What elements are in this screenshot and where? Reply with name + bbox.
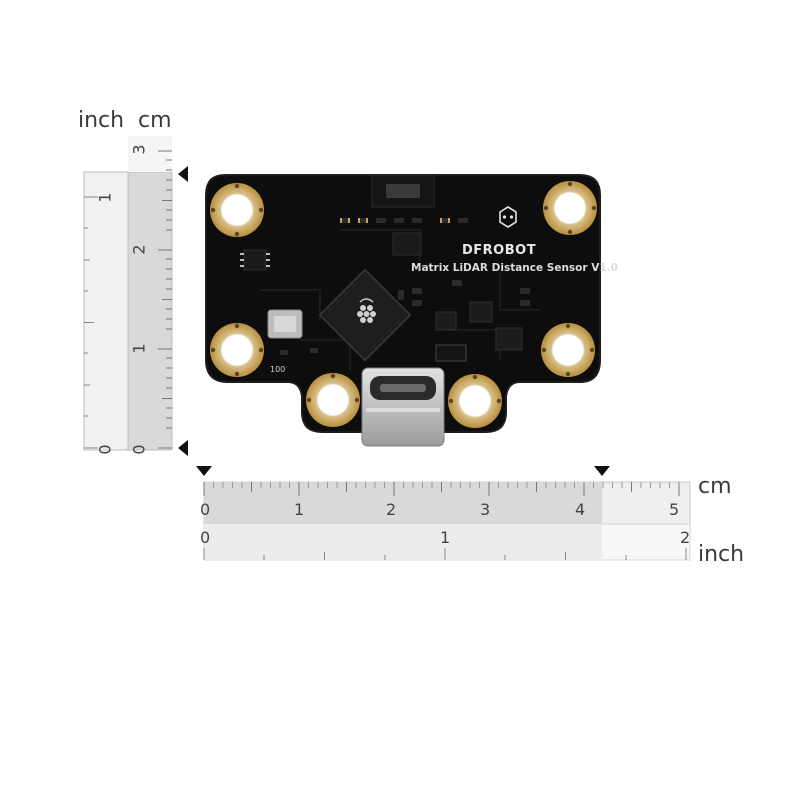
- product-silkscreen: Matrix LiDAR Distance Sensor V1.0: [411, 262, 618, 274]
- h-cm-label-0: 0: [200, 500, 211, 519]
- mounting-pad: [210, 181, 597, 428]
- brand-silkscreen: DFROBOT: [462, 243, 536, 258]
- v-cm-label-0: 0: [129, 444, 149, 455]
- v-inch-label-1: 1: [95, 192, 115, 203]
- v-cm-label-1: 1: [129, 343, 149, 354]
- pcb-board: DFROBOT Matrix LiDAR Distance Sensor V1.…: [205, 174, 618, 447]
- h-cm-label-2: 2: [386, 500, 397, 519]
- h-cm-label-5: 5: [669, 500, 680, 519]
- inch-unit-label-horizontal: inch: [698, 542, 745, 567]
- marker-triangle-icon: [594, 466, 610, 476]
- horizontal-ruler: [203, 481, 691, 561]
- vertical-ruler: [83, 136, 173, 451]
- h-cm-label-3: 3: [480, 500, 491, 519]
- marker-triangle-icon: [178, 166, 188, 182]
- h-inch-label-0: 0: [200, 528, 211, 547]
- usb-c-connector: [361, 367, 445, 447]
- h-cm-label-4: 4: [575, 500, 586, 519]
- v-cm-label-3: 3: [129, 144, 149, 155]
- inch-unit-label: inch: [78, 108, 125, 133]
- raspberry-logo-icon: [357, 298, 376, 323]
- h-inch-label-1: 1: [440, 528, 451, 547]
- h-inch-label-2: 2: [680, 528, 691, 547]
- cm-unit-label: cm: [138, 108, 172, 133]
- h-cm-label-1: 1: [294, 500, 305, 519]
- v-inch-label-0: 0: [95, 444, 115, 455]
- marker-triangle-icon: [178, 440, 188, 456]
- marker-triangle-icon: [196, 466, 212, 476]
- cm-unit-label-horizontal: cm: [698, 474, 732, 499]
- v-cm-label-2: 2: [129, 244, 149, 255]
- silkscreen-label: 100: [270, 365, 285, 374]
- dfrobot-logo-icon: [499, 206, 517, 228]
